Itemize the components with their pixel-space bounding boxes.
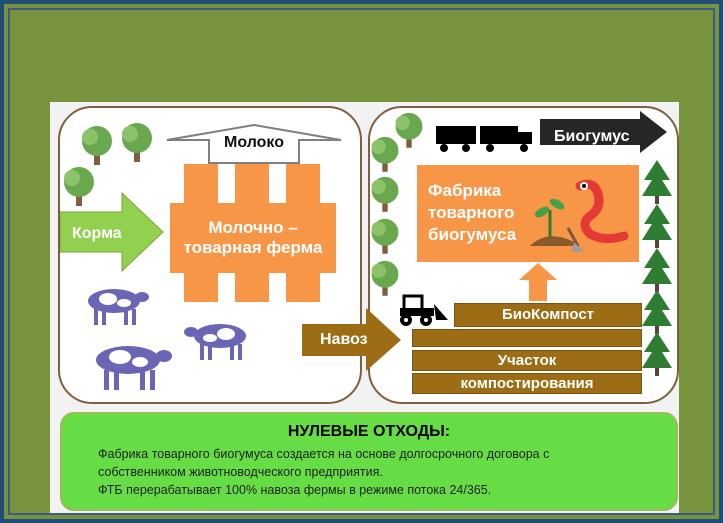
manure-label: Навоз bbox=[320, 331, 368, 348]
tree-icon bbox=[122, 123, 152, 162]
tree-icon bbox=[64, 167, 94, 206]
bulldozer-icon bbox=[400, 294, 448, 326]
tree-icon bbox=[371, 260, 399, 296]
truck-icon bbox=[436, 126, 532, 152]
compost-layer bbox=[412, 329, 642, 347]
cow-icon bbox=[184, 324, 246, 360]
fir-tree-icon bbox=[642, 204, 672, 248]
zero-waste-line2: собственником животноводческого предприя… bbox=[98, 465, 383, 479]
factory-label-line1: Фабрика bbox=[428, 181, 502, 200]
factory-label-line3: биогумуса bbox=[428, 225, 517, 244]
feed-arrow bbox=[60, 192, 164, 272]
farm-block: Молочно – товарная ферма bbox=[170, 203, 336, 273]
milk-arrow bbox=[166, 124, 342, 164]
composting-bar-line2: компостирования bbox=[412, 373, 642, 394]
feed-label: Корма bbox=[72, 225, 122, 242]
factory-label-line2: товарного bbox=[428, 203, 515, 222]
biohumus-arrow bbox=[540, 111, 667, 153]
fir-tree-icon bbox=[642, 332, 672, 376]
tree-icon bbox=[395, 112, 423, 148]
cow-icon bbox=[96, 346, 172, 390]
worm-sprout-icon bbox=[530, 179, 629, 252]
milk-label: Молоко bbox=[224, 134, 284, 151]
zero-waste-box: НУЛЕВЫЕ ОТХОДЫ: Фабрика товарного биогум… bbox=[60, 412, 678, 511]
composting-bar-line1: Участок bbox=[412, 350, 642, 371]
farm-label-line1: Молочно – bbox=[208, 218, 298, 238]
tree-icon bbox=[371, 218, 399, 254]
zero-waste-title: НУЛЕВЫЕ ОТХОДЫ: bbox=[287, 423, 451, 440]
biohumus-label: Биогумус bbox=[554, 128, 630, 145]
factory-block bbox=[417, 165, 639, 262]
fir-tree-icon bbox=[642, 160, 672, 204]
zero-waste-line1: Фабрика товарного биогумуса создается на… bbox=[98, 447, 550, 461]
biocompost-bar: БиоКомпост bbox=[454, 303, 642, 327]
tree-icon bbox=[371, 136, 399, 172]
farm-label-line2: товарная ферма bbox=[183, 238, 323, 257]
fir-tree-icon bbox=[642, 248, 672, 292]
zero-waste-line3: ФТБ перерабатывает 100% навоза фермы в р… bbox=[98, 483, 492, 497]
fir-tree-icon bbox=[642, 290, 672, 334]
tree-icon bbox=[82, 126, 112, 165]
manure-arrow bbox=[302, 308, 401, 371]
cow-icon bbox=[88, 289, 149, 325]
up-arrow bbox=[519, 263, 557, 301]
tree-icon bbox=[371, 176, 399, 212]
